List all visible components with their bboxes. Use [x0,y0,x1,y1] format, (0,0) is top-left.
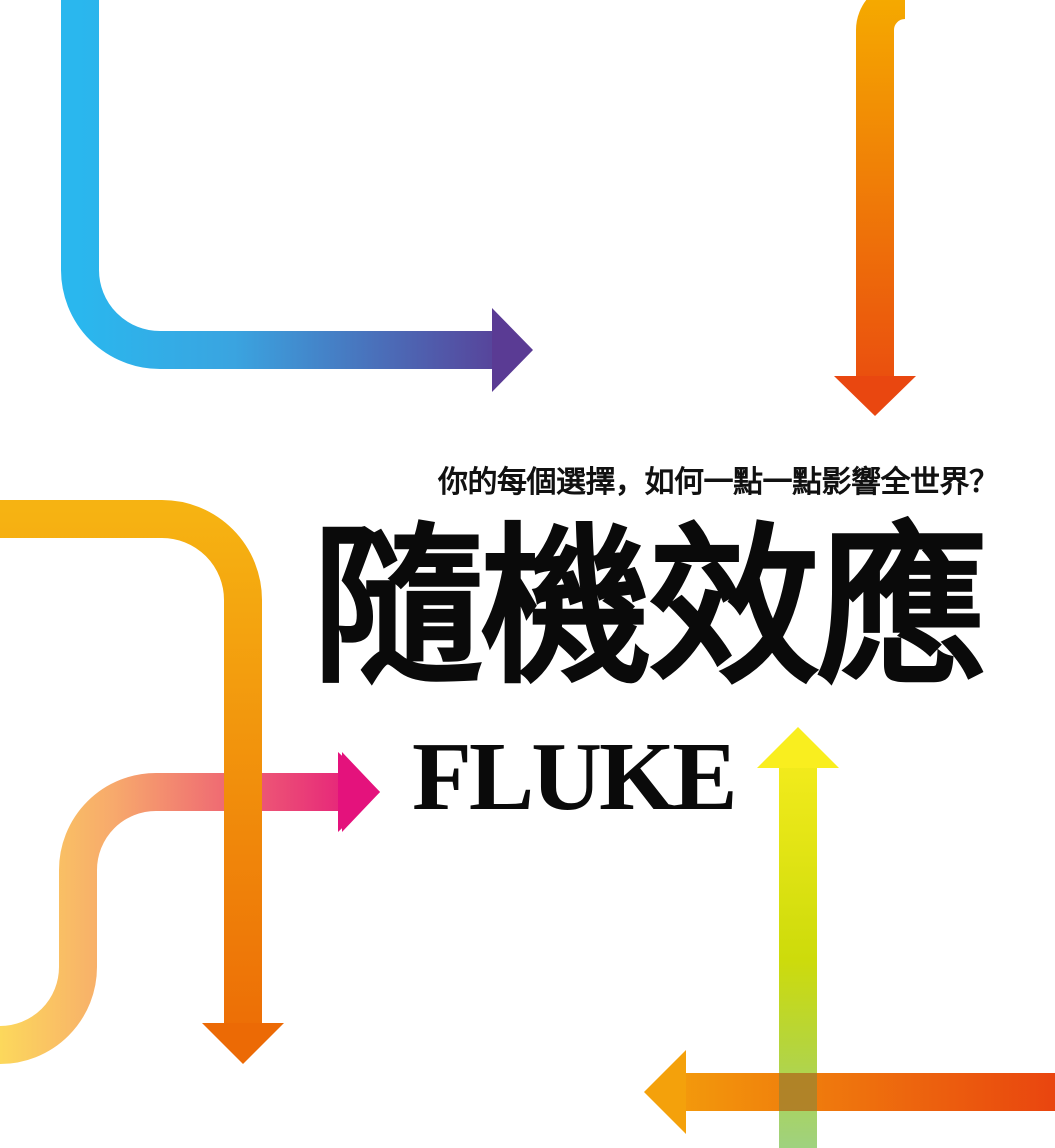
blue-to-purple-arrow [61,0,533,392]
orange-down-arrow [834,0,916,416]
arrow-left-icon [644,1050,686,1134]
orange-red-left-arrow [644,1050,1055,1134]
arrow-down-icon [202,1023,284,1064]
arrow-down-icon [834,376,916,416]
brand-title: FLUKE [412,723,738,831]
subtitle: 你的每個選擇，如何一點一點影響全世界？ [438,465,999,500]
yellow-green-up-arrow [757,727,839,1148]
yellow-to-pink-arrow [0,752,380,1064]
arrow-up-icon [757,727,839,768]
arrow-right-icon [492,308,533,392]
orange-curve-down-arrow [0,500,284,1064]
book-title: 隨機效應 [312,507,988,708]
